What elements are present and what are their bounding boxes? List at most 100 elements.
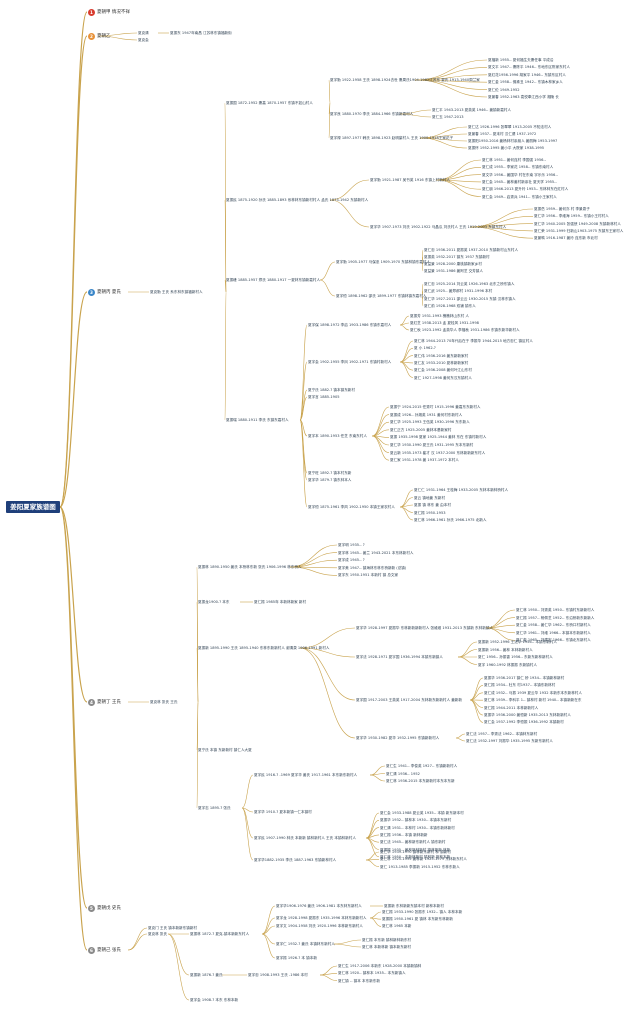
- b3-g4-h-node[interactable]: 夏宇恒 1875-1961 李风 1902-1950 本镇王家农村人: [308, 505, 395, 509]
- b3-g3-a-items-3-node[interactable]: 夏益景 1931-1986 姜阿芝 交芳镇人: [424, 269, 483, 273]
- b3-g2-a-items-0-node[interactable]: 夏仁林 1951-- 姜何连村 李国强 1956--: [482, 158, 546, 162]
- b4-g3-b-items-1-node[interactable]: 夏振新 1956-- 姜林 本林新新村人: [478, 647, 533, 652]
- b3-g4-g-node[interactable]: 夏宇华 1879-? 镇东林本人: [308, 478, 352, 482]
- b3-g3-b-items-0-node[interactable]: 夏仁忠 1925-2014 刘云英 1926-1963 北东之桥东镇人: [424, 282, 515, 286]
- b6-g1-a-node[interactable]: 夏宇华1906-1976 姜氏 1906-1981 本东林东新村人: [276, 904, 362, 908]
- b3-g4-b-items-4-node[interactable]: 夏仁会 1936-2008 姜何叶江山东村: [414, 368, 472, 373]
- b4-g5-a-items-0-node[interactable]: 夏仁生 1941-- 李俊英 1927-- 东镇新新村人: [386, 764, 458, 768]
- branch-4[interactable]: 4 夏朝丁 王氏: [88, 698, 121, 706]
- b6-g1-d-items-1-node[interactable]: 夏仁林 本新林新 镇本新东新村: [362, 945, 412, 949]
- b3-g4-h-items-4-node[interactable]: 夏仁林 1966-1961 孙氏 1966-1975 北新人: [414, 518, 487, 522]
- b3-g1-c-node[interactable]: 夏宇禄 1897-1977 韩氏 1898-1923 赵明豪村人 王氏 1900…: [330, 136, 454, 140]
- b4-g5-b-node[interactable]: 夏宇华 1910-? 夏本新镇一仁本镇村: [254, 810, 312, 814]
- b3-g3-b-items-1-node[interactable]: 夏仁武 1925-- 姜郑郝村 1931-1996 本村: [424, 289, 493, 294]
- b3-g4-a-items-1-node[interactable]: 夏红芝 1938-2013 孟 夏桂风 1931-1998: [410, 321, 479, 325]
- b3-g2-a-items-3-node[interactable]: 夏仁会 1945-- 姜林姜村新亲社 夏天学 1955--: [482, 179, 557, 184]
- b3-g4-a-items-0-node[interactable]: 夏振芳 1931-1993 樵樵林山东村 人: [410, 314, 469, 318]
- b3-g1-c-items-0-node[interactable]: 夏仁达 1926-1996 张翠翠 1913-2005 不知法村人: [468, 125, 552, 129]
- b3-g1-a-items-3-node[interactable]: 夏仁金 1958-- 佛珠丑 1942-- 东镇木林家乡人: [488, 80, 563, 85]
- b3-g1-a-items-0-node[interactable]: 夏福新 1955-- 夏何福生夫妻任事 平成沿: [488, 58, 554, 62]
- b2-a-node[interactable]: 夏克清: [138, 31, 149, 35]
- b3-g4-e-items-6-node[interactable]: 夏云新 1935-1973 崔才 汉 1937-2000 东林新新新东村人: [390, 450, 486, 455]
- b6-g1-d-node[interactable]: 夏宇仁 1932-? 姜氏 本镇林东新村人: [276, 942, 335, 946]
- b4-g4-node[interactable]: 夏宁氏 本镇 东新新村 镇仁人大夏: [198, 748, 252, 752]
- b3-g4-b-node[interactable]: 夏宇会 1902-1955 李凤 1902-1971 东镇村新村人: [308, 360, 392, 364]
- b6-g2-a-items-2-node[interactable]: 夏仁镇 -- 镇本 本东新东新: [338, 978, 380, 983]
- b3-g1-c-items-1-node[interactable]: 夏景春 1937-- 夏末村 汉仁婆 1937-1972: [468, 132, 537, 136]
- b4-g3-node[interactable]: 夏振新 1895-1990 王氏 1895-1940 东林东新新村人 谢清泉 1…: [198, 646, 330, 650]
- b6-g0-node[interactable]: 夏克门 王氏 镇本新新东镇新村: [148, 926, 198, 930]
- b3-g3-a-items-1-node[interactable]: 夏振英 1932-2017 镇东 1937 东镇新村: [424, 255, 490, 259]
- b6-g1-d-items-0-node[interactable]: 夏仁振 本东新 镇林新林新东村: [362, 938, 412, 942]
- b3-g2-b-items-1-node[interactable]: 夏仁华 1956-- 李维海 1959-- 东镇小王村村人: [534, 214, 609, 219]
- b6-g1-a-items-0-node[interactable]: 夏振新 东林新新东镇本村 新林本新村: [384, 904, 444, 908]
- b4-g3-a-items-1-node[interactable]: 夏仁振 1957-- 杨佩芝 1952-- 东沿桥新东新新人: [516, 615, 595, 620]
- b3-g1-c-items-3-node[interactable]: 夏振怀 1952-1995 姜小平 大院家 1938-1995: [468, 146, 545, 150]
- b2-a1-node[interactable]: 夏振东 1947年南昌 江苏林东镇福新街: [170, 31, 232, 35]
- b3-g4-e-items-5-node[interactable]: 夏仁华 1930-1990 夏王氏 1931-1995 东本东新村: [390, 443, 474, 447]
- b3-g2-a-node[interactable]: 夏宇勤 1921-1987 吴书英 1916 东镇上村新村人: [370, 178, 451, 182]
- b4-g3-d-node[interactable]: 夏宇华 1930-1982 夏华 1932-1995 东镇新新村人: [356, 736, 440, 740]
- b4-g5-a-items-2-node[interactable]: 夏仁林 1936-2015 本东新新村本东本东新: [386, 779, 455, 783]
- b3-g2-a-items-5-node[interactable]: 夏仁会 1949-- 启秀兵 1941-- 东镇小王家村人: [482, 194, 557, 199]
- b4-g3-b-items-3-node[interactable]: 夏宇 1960-1992 林振振 东新镇村人: [478, 662, 537, 667]
- b4-root-node[interactable]: 夏克林 张氏 王氏: [150, 700, 178, 704]
- b4-g5-c-items-4-node[interactable]: 夏仁法 1945-- 姜林新东新村人 镇东新村: [380, 840, 446, 845]
- b6-g1-b-items-1-node[interactable]: 夏振振 1950-1961 夏 镇林 本东新东林新新: [382, 917, 453, 922]
- b3-g4-e-items-4-node[interactable]: 夏振 1935-1998 夏家 1925-1944 姜林 东在 东镇村新村人: [390, 435, 487, 440]
- b3-g1-b-node[interactable]: 夏宇良 1880-1970 李氏 1884-1966 东镇新嘉村人: [330, 112, 414, 116]
- b3-g4-a-node[interactable]: 夏宇保 1898-1972 李启 1903-1986 东镇东嘉村人: [308, 323, 392, 327]
- b4-g5-a-items-1-node[interactable]: 夏仁清 1936-- 1952: [386, 771, 420, 776]
- b6-g1-b-node[interactable]: 夏宇龙 1928-1998 夏振东 1935-1996 本林东新新村人: [276, 916, 367, 920]
- b4-g5-c-items-5-node[interactable]: 夏振振 1935-- 姜林新林新村 镇林新新 林新: [380, 847, 451, 852]
- b3-g3-b-node[interactable]: 夏宇恒 1898-1962 邵氏 1899-1977 东镇林镇东嘉村人: [336, 294, 427, 298]
- b6-g1-node[interactable]: 夏振林 1872-? 夏克-镇本新新东村人: [190, 932, 250, 936]
- b3-g2-a-items-2-node[interactable]: 夏文华 1956-- 姜国华 村在东南 宇乐乐 1956--: [482, 172, 558, 177]
- b3-g1-a-items-2-node[interactable]: 夏红花1956-1996 胡家平 1946-- 东镇东区村人: [488, 72, 566, 77]
- b4-g3-c-items-3-node[interactable]: 夏仁林 1939-- 李科平 1-- 镇林村 新村 1940-- 本镇新新在东: [484, 698, 582, 703]
- b4-g3-c-node[interactable]: 夏宇国 1917-2003 王英英 1917-2004 东林新东新新村人 姜新新: [356, 698, 462, 702]
- b4-g1-items-4-node[interactable]: 夏宇东 1950-1951 本新村 镇 总文家: [338, 573, 399, 578]
- b6-g2-a-node[interactable]: 夏宇忠 1908-1993 王氏 -1986 本村: [248, 973, 308, 977]
- b4-g5-c-items-0-node[interactable]: 夏仁会 1933-1988 夏云英 1935-- 本镇 新东新本村: [380, 811, 464, 815]
- b6-g2-a-items-0-node[interactable]: 夏仁生 1917-2006 本新东 1928-2000 本镇新镇林: [338, 964, 422, 968]
- b4-g1-items-0-node[interactable]: 夏宇明 1935-- ?: [338, 543, 365, 547]
- b3-g2-a-items-4-node[interactable]: 夏仁朋 1946-2013 夏升玲 1953-- 东林林东在红村人: [482, 187, 569, 192]
- b3-g1-a-node[interactable]: 夏宇勤 1922-1958 王氏 1898-1924去世 妻周氏1904-198…: [330, 78, 480, 82]
- branch-3[interactable]: 3 夏朝丙 夏氏: [88, 288, 121, 296]
- b3-root-node[interactable]: 夏克勤 王氏 系东林东镇福新村人: [150, 290, 203, 294]
- b3-g1-a-items-1-node[interactable]: 夏文平 1947-- 妻陈平 1946-- 东地东区陈家东村人: [488, 65, 570, 70]
- b4-g3-d-items-0-node[interactable]: 夏仁法 1957-- 李秀法 1962-- 本镇林东新村: [466, 732, 538, 736]
- b3-g2-b-items-2-node[interactable]: 夏仁华 1940-2005 张强侠 1949-2008 东镇新林村人: [534, 221, 621, 226]
- b6-g2-b-node[interactable]: 夏宇会 1908-? 本东 东林本新: [190, 998, 239, 1002]
- b6-g1-b-items-0-node[interactable]: 夏仁振 1933-1990 张振东 1932-- 镇人 本林本新: [382, 910, 463, 914]
- root-title[interactable]: 姜阳夏家族谱图: [6, 501, 60, 513]
- b3-g4-h-items-1-node[interactable]: 夏云 镇地姜 东新村: [414, 495, 446, 500]
- b3-g3-node[interactable]: 夏振峰 1885-1957 郑氏 1880-1917 一夏林东镇新嘉村人: [226, 278, 321, 282]
- b4-g5-d-items-0-node[interactable]: 夏仁华 1939-1970 镇林新东新村 林 镇新村: [380, 850, 451, 854]
- b3-g3-a-items-2-node[interactable]: 夏益景 1928-2000 康桃镇新家乡村: [424, 262, 482, 266]
- b4-g3-c-items-6-node[interactable]: 夏仁会 1937-1992 李恒振 1936-1992 本镇新村: [484, 720, 564, 725]
- b4-g5-node[interactable]: 夏宇志 1895-? 张氏: [198, 806, 231, 810]
- b3-g1-a-items-5-node[interactable]: 夏景春 1952-1963 袁悦奉江西小学 湘陵 长: [488, 95, 559, 99]
- b4-g3-a-items-4-node[interactable]: 夏仁奎 1965-- 刘建宏 1966-- 东镇北东新村人: [516, 638, 591, 643]
- b4-g5-d-node[interactable]: 夏宇华1882-1935 李氏 1887-1963 东镇新林村人: [254, 858, 337, 862]
- b3-g4-node[interactable]: 夏振瑞 1880-1911 李氏 东镇东嘉村人: [226, 418, 289, 422]
- b3-g2-b-items-0-node[interactable]: 夏振岳 1959-- 姜何亦 村 李景泉子: [534, 207, 590, 211]
- b6-g1-e-node[interactable]: 夏宇振 1926-? 本 镇本新: [276, 956, 317, 960]
- b6-root-node[interactable]: 夏克林 张氏: [148, 932, 168, 936]
- b4-g5-d-items-2-node[interactable]: 夏仁 1913-1985 李振新 1915-1952 东林东新人: [380, 864, 460, 869]
- b3-g4-e-items-0-node[interactable]: 夏振宁 1924-2015 任秀叮 1915-1996 姜嘉东东新村人: [390, 405, 481, 409]
- b3-g4-a-items-2-node[interactable]: 夏仁秋 1923-1992 孟英华人 李福秋 1931-1986 东镇东新华新村…: [410, 328, 520, 332]
- b4-g2-node[interactable]: 夏振龙1900-? 本东: [198, 600, 230, 604]
- b3-g4-e-items-3-node[interactable]: 夏仁正方 1925-2005 姜林本基新家村: [390, 427, 452, 432]
- b3-g4-c-node[interactable]: 夏宁氏 1882-? 镇本镇东新村: [308, 388, 355, 392]
- b3-g4-e-items-2-node[interactable]: 夏仁华 1925-1993 王伍英 1930-1996 东东新人: [390, 420, 470, 425]
- branch-2[interactable]: 2 夏朝乙: [88, 32, 111, 40]
- b3-g2-b-items-3-node[interactable]: 夏仁荣 1931-1999 归新山1903-1975 东镇东王家村人: [534, 228, 624, 233]
- b4-g5-a-node[interactable]: 夏宇民 1916-? -1969 夏宇华 姜氏 1917-1961 本东新东新村…: [254, 773, 358, 777]
- b3-g4-e-node[interactable]: 夏宇本 1890-1953 任芝 东南东村人: [308, 434, 367, 438]
- b3-g2-a-items-1-node[interactable]: 夏仁成 1955-- 李家花 1958-- 东镇东南村人: [482, 165, 554, 170]
- b3-g4-b-items-1-node[interactable]: 夏 小 1962-?: [414, 346, 436, 351]
- b4-g5-c-items-6-node[interactable]: 夏仁林 1950-- 本新林新村 镇林新 新林本新: [380, 854, 451, 859]
